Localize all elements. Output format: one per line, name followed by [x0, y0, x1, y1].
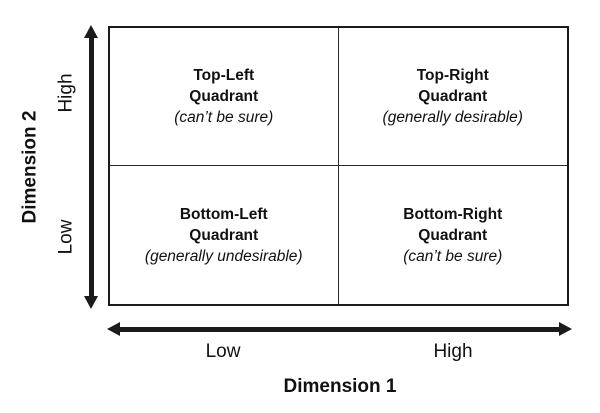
arrow-right-icon — [559, 322, 572, 336]
y-axis-title: Dimension 2 — [19, 110, 41, 224]
quadrant-note: (can’t be sure) — [403, 247, 503, 265]
quadrant-title-line: Quadrant — [189, 226, 259, 244]
x-axis-arrow-shaft — [120, 326, 559, 332]
quadrant-top-right: Top-Right Quadrant (generally desirable) — [338, 28, 567, 166]
y-axis-high-label: High — [55, 73, 77, 113]
quadrant-title-line: Top-Right — [416, 67, 489, 84]
quadrant-title-line: Bottom-Left — [179, 205, 268, 223]
quadrant-top-left: Top-Left Quadrant (can’t be sure) — [110, 28, 339, 166]
x-axis-high-label: High — [433, 341, 473, 362]
quadrant-bottom-left: Bottom-Left Quadrant (generally undesira… — [110, 166, 339, 304]
x-axis-low-label: Low — [205, 341, 241, 362]
quadrant-title-line: Quadrant — [189, 88, 259, 105]
x-axis-arrow — [107, 322, 572, 336]
quadrant-title-line: Top-Left — [193, 67, 255, 84]
arrow-up-icon — [84, 25, 98, 38]
quadrant-title-line: Bottom-Right — [403, 205, 503, 223]
quadrant-note: (generally desirable) — [382, 109, 523, 126]
quadrant-title-line: Quadrant — [418, 88, 488, 105]
quadrant-note: (can’t be sure) — [174, 109, 274, 126]
quadrant-title-line: Quadrant — [418, 226, 488, 244]
y-axis-low-label: Low — [55, 219, 77, 255]
arrow-left-icon — [107, 322, 120, 336]
y-axis-arrow-shaft — [88, 38, 94, 296]
quadrant-note: (generally undesirable) — [144, 247, 303, 265]
x-axis-title: Dimension 1 — [283, 376, 397, 397]
quadrant-grid: Top-Left Quadrant (can’t be sure) Top-Ri… — [108, 26, 569, 306]
y-axis-arrow — [84, 25, 98, 309]
quadrant-bottom-right: Bottom-Right Quadrant (can’t be sure) — [339, 166, 568, 304]
arrow-down-icon — [84, 296, 98, 309]
